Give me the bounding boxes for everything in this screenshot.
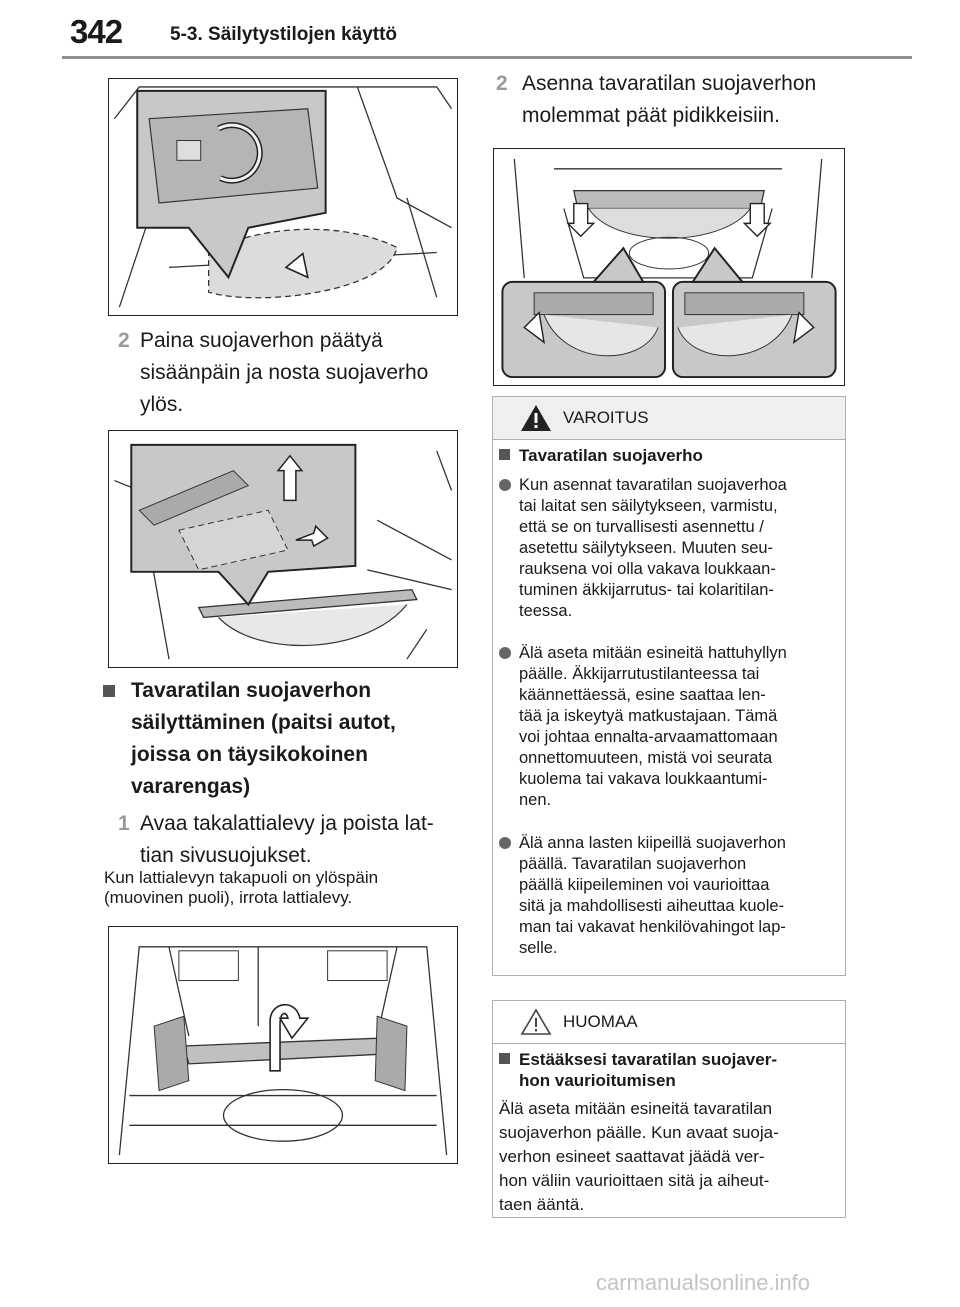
step-text-line: molemmat päät pidikkeisiin. <box>522 104 780 127</box>
subsection-heading-line: vararengas) <box>131 775 251 798</box>
caution-triangle-outline-icon <box>520 1008 552 1035</box>
warning-item-line: nen. <box>519 791 552 809</box>
warning-item-line: onnettomuuteen, mistä voi seurata <box>519 749 773 767</box>
illustration-cover-install <box>501 158 837 379</box>
notice-body-line: taen ääntä. <box>499 1195 585 1214</box>
step-2-right: 2 Asenna tavaratilan suojaverhon molemma… <box>496 68 856 134</box>
warning-heading-text: Tavaratilan suojaverho <box>519 446 703 465</box>
step-text-line: Asenna tavaratilan suojaverhon <box>522 72 817 95</box>
figure-floor-board <box>108 926 458 1164</box>
illustration-cover-lift <box>114 443 453 660</box>
warning-item-line: päälle. Äkkijarrutustilanteessa tai <box>519 665 760 683</box>
warning-item-line: Älä anna lasten kiipeillä suojaverhon <box>519 834 786 852</box>
warning-item-line: man tai vakavat henkilövahingot lap- <box>519 918 786 936</box>
square-bullet-icon <box>499 1053 510 1064</box>
note-line: Kun lattialevyn takapuoli on ylöspäin <box>104 868 379 887</box>
subsection-heading-line: Tavaratilan suojaverhon <box>131 679 372 702</box>
warning-item-line: tuminen äkkijarrutus- tai kolaritilan- <box>519 581 774 599</box>
square-bullet-icon <box>499 449 510 460</box>
warning-item-line: rauksena voi olla vakava loukkaan- <box>519 560 776 578</box>
warning-triangle-icon <box>521 405 551 431</box>
section-title: 5-3. Säilytystilojen käyttö <box>170 24 398 45</box>
warning-item-line: että se on turvallisesti asennettu / <box>519 518 764 536</box>
illustration-cover-release <box>113 86 453 308</box>
step-text-line: tian sivusuojukset. <box>140 844 312 867</box>
subsection-heading-line: joissa on täysikokoinen <box>131 743 368 766</box>
warning-item: Kun asennat tavaratilan suojaverhoa tai … <box>499 475 839 625</box>
warning-item-line: päällä kiipeileminen voi vaurioittaa <box>519 876 770 894</box>
warning-item-line: kuolema tai vakava loukkaantumi- <box>519 770 768 788</box>
notice-body-line: verhon esineet saattavat jäädä ver- <box>499 1147 765 1166</box>
warning-title: VAROITUS <box>563 408 649 427</box>
warning-item-line: voi johtaa ennalta-arvaamattomaan <box>519 728 778 746</box>
warning-box: VAROITUS Tavaratilan suojaverho Kun asen… <box>492 396 846 976</box>
subsection-heading: Tavaratilan suojaverhon säilyttäminen (p… <box>103 675 463 805</box>
figure-cover-release <box>108 78 458 316</box>
round-bullet-icon <box>499 479 511 491</box>
notice-heading-line: hon vaurioitumisen <box>519 1071 676 1090</box>
notice-body: Älä aseta mitään esineitä tavaratilan su… <box>499 1097 839 1217</box>
warning-item-line: päällä. Tavaratilan suojaverhon <box>519 855 747 873</box>
notice-title: HUOMAA <box>563 1012 638 1031</box>
warning-item-line: tää ja iskeytyä matkustajaan. Tämä <box>519 707 778 725</box>
figure-cover-lift <box>108 430 458 668</box>
square-bullet-icon <box>103 685 115 697</box>
warning-item-line: asetettu säilytykseen. Muuten seu- <box>519 539 774 557</box>
round-bullet-icon <box>499 837 511 849</box>
warning-item-line: sitä ja mahdollisesti aiheuttaa kuole- <box>519 897 785 915</box>
notice-body-line: suojaverhon päälle. Kun avaat suoja- <box>499 1123 779 1142</box>
notice-body-line: hon väliin vaurioittaen sitä ja aiheut- <box>499 1171 770 1190</box>
warning-item: Älä aseta mitään esineitä hattuhyllyn pä… <box>499 643 839 813</box>
warning-item-line: Älä aseta mitään esineitä hattuhyllyn <box>519 644 787 662</box>
warning-item-line: Kun asennat tavaratilan suojaverhoa <box>519 476 787 494</box>
figure-cover-install <box>493 148 845 386</box>
step-text-line: ylös. <box>140 393 184 416</box>
warning-heading: Tavaratilan suojaverho <box>499 445 839 467</box>
step-number: 2 <box>118 329 130 352</box>
notice-box: HUOMAA Estääksesi tavaratilan suojaver- … <box>492 1000 846 1218</box>
page-header: 342 5-3. Säilytystilojen käyttö <box>0 0 960 59</box>
warning-item: Älä anna lasten kiipeillä suojaverhon pä… <box>499 833 839 963</box>
round-bullet-icon <box>499 647 511 659</box>
step-text-line: sisäänpäin ja nosta suojaverho <box>140 361 429 384</box>
step-2-left: 2 Paina suojaverhon päätyä sisäänpäin ja… <box>118 325 458 425</box>
warning-header: VAROITUS <box>493 397 845 440</box>
notice-heading: Estääksesi tavaratilan suojaver- hon vau… <box>499 1049 839 1093</box>
step-text-line: Avaa takalattialevy ja poista lat- <box>140 812 434 835</box>
note-text: Kun lattialevyn takapuoli on ylöspäin (m… <box>104 868 464 912</box>
header-rule <box>62 56 912 59</box>
page-number: 342 <box>70 13 123 50</box>
warning-item-line: käännettäessä, esine saattaa len- <box>519 686 766 704</box>
notice-body-line: Älä aseta mitään esineitä tavaratilan <box>499 1099 773 1118</box>
subsection-heading-line: säilyttäminen (paitsi autot, <box>131 711 396 734</box>
step-number: 1 <box>118 812 130 835</box>
step-text-line: Paina suojaverhon päätyä <box>140 329 383 352</box>
notice-heading-line: Estääksesi tavaratilan suojaver- <box>519 1050 777 1069</box>
warning-item-line: tai laitat sen säilytykseen, varmistu, <box>519 497 778 515</box>
warning-item-line: selle. <box>519 939 558 957</box>
step-1-left: 1 Avaa takalattialevy ja poista lat- tia… <box>118 808 458 874</box>
step-number: 2 <box>496 72 508 95</box>
note-line: (muovinen puoli), irrota lattialevy. <box>104 888 353 907</box>
notice-header: HUOMAA <box>493 1001 845 1044</box>
illustration-floor-board <box>118 946 448 1156</box>
warning-item-line: teessa. <box>519 602 573 620</box>
watermark: carmanualsonline.info <box>596 1270 811 1295</box>
